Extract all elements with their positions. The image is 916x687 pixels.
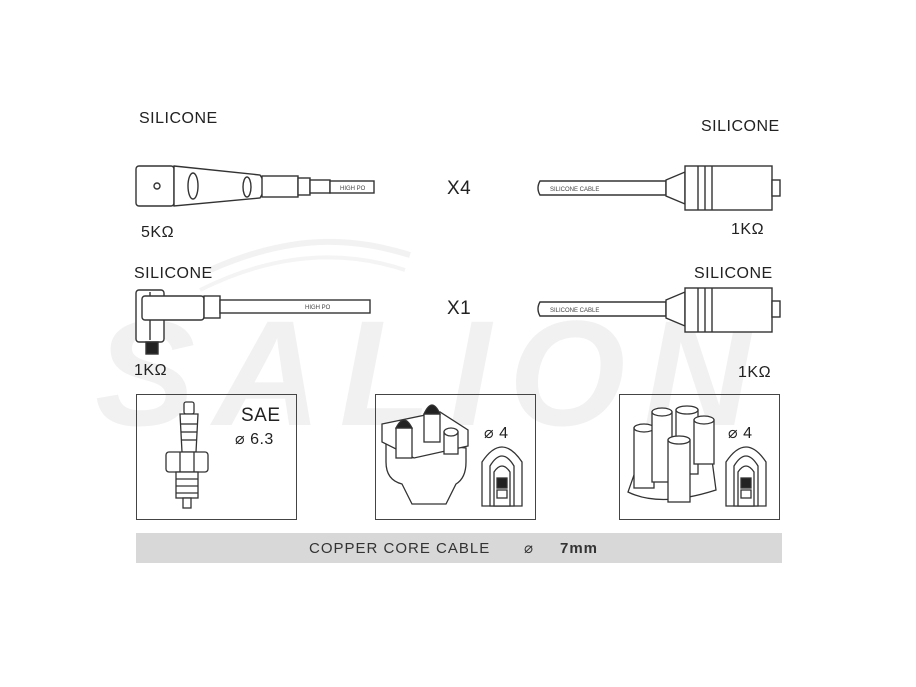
row2-right-material: SILICONE [694,265,773,282]
row2-quantity: X1 [447,298,472,319]
row1-left-boot: HIGH PO [135,165,375,207]
row2-left-boot: HIGH PO [135,289,371,355]
distributor-2-spec: ⌀ 4 [728,425,753,442]
svg-text:SILICONE CABLE: SILICONE CABLE [550,187,599,193]
footer-label: COPPER CORE CABLE [309,540,491,557]
spark-plug-icon [165,401,209,509]
distributor-panel-2 [619,394,780,520]
footer-value: 7mm [560,540,599,557]
row1-right-material: SILICONE [701,118,780,135]
spark-plug-title: SAE [241,405,281,426]
row2-right-resistance: 1KΩ [738,364,772,381]
distributor-panel-1 [375,394,536,520]
row2-left-resistance: 1KΩ [134,362,168,379]
distributor-cap-2-icon [627,405,767,507]
svg-text:SILICONE CABLE: SILICONE CABLE [550,308,599,314]
distributor-1-spec: ⌀ 4 [484,425,509,442]
row1-right-boot: SILICONE CABLE [537,165,781,211]
distributor-cap-1-icon [381,404,523,507]
svg-text:HIGH PO: HIGH PO [340,186,366,192]
row1-left-material: SILICONE [139,110,218,127]
row1-right-resistance: 1KΩ [731,221,765,238]
spark-plug-panel [136,394,297,520]
row2-left-material: SILICONE [134,265,213,282]
row2-right-boot: SILICONE CABLE [537,287,781,333]
diameter-icon: ⌀ [524,540,535,557]
row1-quantity: X4 [447,178,472,199]
spark-plug-spec: ⌀ 6.3 [235,431,274,448]
svg-text:HIGH PO: HIGH PO [305,305,331,311]
row1-left-resistance: 5KΩ [141,224,175,241]
footer-bar: COPPER CORE CABLE ⌀ 7mm [136,533,782,563]
